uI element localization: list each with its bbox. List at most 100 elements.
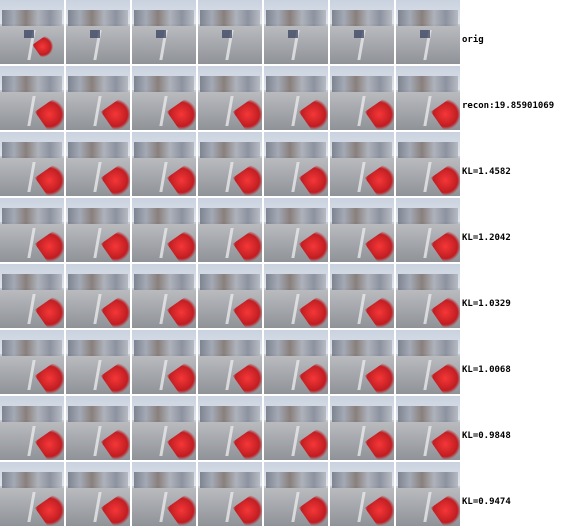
- buildings: [266, 76, 326, 92]
- grid-image-cell: [264, 330, 328, 394]
- buildings: [332, 274, 392, 290]
- buildings: [134, 76, 194, 92]
- grid-image-cell: [330, 0, 394, 64]
- grid-image-cell: [66, 0, 130, 64]
- buildings: [2, 208, 62, 224]
- grid-image-cell: [396, 462, 460, 526]
- buildings: [2, 340, 62, 356]
- grid-image-cell: [198, 0, 262, 64]
- grid-image-cell: [66, 198, 130, 262]
- buildings: [266, 406, 326, 422]
- vehicle: [222, 30, 232, 38]
- vehicle: [288, 30, 298, 38]
- grid-image-cell: [330, 396, 394, 460]
- buildings: [68, 340, 128, 356]
- grid-image-cell: [132, 66, 196, 130]
- buildings: [134, 208, 194, 224]
- vehicle: [156, 30, 166, 38]
- buildings: [200, 274, 260, 290]
- buildings: [200, 142, 260, 158]
- row-label: KL=0.9474: [462, 497, 511, 507]
- buildings: [200, 472, 260, 488]
- buildings: [2, 274, 62, 290]
- buildings: [332, 406, 392, 422]
- grid-image-cell: [198, 132, 262, 196]
- buildings: [200, 406, 260, 422]
- grid-image-cell: [132, 132, 196, 196]
- grid-image-cell: [132, 462, 196, 526]
- grid-image-cell: [264, 462, 328, 526]
- grid-image-cell: [198, 66, 262, 130]
- grid-image-cell: [66, 396, 130, 460]
- grid-image-cell: [132, 198, 196, 262]
- image-grid: [0, 0, 460, 526]
- buildings: [2, 472, 62, 488]
- grid-image-cell: [132, 330, 196, 394]
- row-label: recon:19.85901069: [462, 101, 555, 111]
- buildings: [2, 142, 62, 158]
- row-label: KL=1.2042: [462, 233, 511, 243]
- buildings: [134, 10, 194, 26]
- buildings: [398, 406, 458, 422]
- buildings: [200, 340, 260, 356]
- buildings: [68, 472, 128, 488]
- grid-image-cell: [330, 462, 394, 526]
- row-label: KL=1.4582: [462, 167, 511, 177]
- grid-image-cell: [264, 66, 328, 130]
- grid-image-cell: [264, 396, 328, 460]
- grid-image-cell: [198, 396, 262, 460]
- grid-image-cell: [0, 66, 64, 130]
- buildings: [200, 76, 260, 92]
- buildings: [332, 76, 392, 92]
- buildings: [68, 142, 128, 158]
- grid-image-cell: [264, 0, 328, 64]
- grid-image-cell: [0, 0, 64, 64]
- row-label: KL=0.9848: [462, 431, 511, 441]
- grid-image-cell: [132, 396, 196, 460]
- grid-image-cell: [0, 264, 64, 328]
- grid-image-cell: [66, 132, 130, 196]
- grid-image-cell: [396, 330, 460, 394]
- grid-image-cell: [132, 0, 196, 64]
- grid-image-cell: [264, 198, 328, 262]
- grid-image-cell: [66, 330, 130, 394]
- buildings: [68, 406, 128, 422]
- row-label: KL=1.0068: [462, 365, 511, 375]
- buildings: [332, 208, 392, 224]
- grid-image-cell: [396, 264, 460, 328]
- buildings: [398, 472, 458, 488]
- grid-image-cell: [396, 66, 460, 130]
- grid-image-cell: [198, 330, 262, 394]
- buildings: [2, 76, 62, 92]
- buildings: [332, 472, 392, 488]
- grid-image-cell: [396, 0, 460, 64]
- buildings: [332, 10, 392, 26]
- grid-image-cell: [66, 66, 130, 130]
- buildings: [398, 274, 458, 290]
- buildings: [266, 142, 326, 158]
- row-label: KL=1.0329: [462, 299, 511, 309]
- grid-image-cell: [396, 132, 460, 196]
- buildings: [134, 472, 194, 488]
- grid-image-cell: [330, 66, 394, 130]
- grid-image-cell: [396, 396, 460, 460]
- grid-image-cell: [198, 198, 262, 262]
- vehicle: [354, 30, 364, 38]
- vehicle: [24, 30, 34, 38]
- grid-image-cell: [0, 462, 64, 526]
- vehicle: [420, 30, 430, 38]
- grid-image-cell: [66, 264, 130, 328]
- buildings: [200, 208, 260, 224]
- vehicle: [90, 30, 100, 38]
- buildings: [398, 76, 458, 92]
- buildings: [134, 142, 194, 158]
- buildings: [134, 406, 194, 422]
- buildings: [332, 142, 392, 158]
- buildings: [134, 340, 194, 356]
- grid-image-cell: [264, 264, 328, 328]
- grid-image-cell: [330, 198, 394, 262]
- grid-image-cell: [198, 264, 262, 328]
- buildings: [266, 340, 326, 356]
- grid-image-cell: [396, 198, 460, 262]
- buildings: [332, 340, 392, 356]
